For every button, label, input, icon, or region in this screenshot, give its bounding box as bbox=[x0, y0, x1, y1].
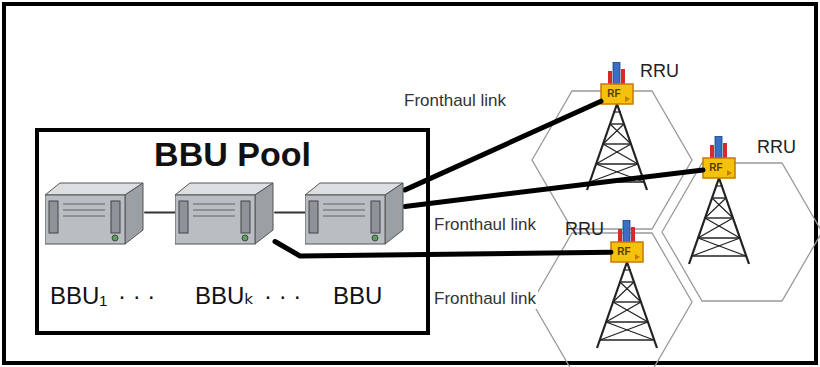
bbu-pool-box: BBU PoolBBU₁ BBUₖ BBU bbox=[35, 128, 430, 335]
edge-label: Fronthaul link bbox=[402, 92, 508, 111]
edge-label: Fronthaul link bbox=[432, 290, 538, 309]
cell-hexagons bbox=[532, 91, 820, 367]
bbu-name: BBU₁ bbox=[50, 283, 107, 309]
ellipsis: · · · bbox=[264, 283, 301, 309]
bbu-name: BBUₖ bbox=[195, 283, 255, 309]
ellipsis: · · · bbox=[118, 283, 155, 309]
pool-interconnect bbox=[275, 212, 305, 214]
edge-label: Fronthaul link bbox=[432, 216, 538, 235]
rru-name: RRU bbox=[757, 138, 796, 158]
tower-icon bbox=[689, 136, 749, 264]
fronthaul-link bbox=[405, 101, 601, 190]
fronthaul-link bbox=[405, 170, 703, 206]
server-icon bbox=[175, 180, 275, 245]
rru-tower: RRU bbox=[565, 220, 665, 350]
rf-label: RF bbox=[611, 242, 637, 262]
picture-frame bbox=[4, 4, 816, 363]
rru-name: RRU bbox=[640, 62, 679, 82]
rf-label: RF bbox=[601, 84, 627, 104]
server-icon bbox=[45, 180, 145, 245]
rru-name: RRU bbox=[565, 220, 604, 240]
pool-title: BBU Pool bbox=[39, 136, 426, 173]
server-icon bbox=[305, 180, 405, 245]
rru-tower: RRU bbox=[575, 62, 685, 192]
bbu-name: BBU bbox=[333, 283, 382, 309]
rru-tower: RRU bbox=[677, 136, 812, 266]
rf-label: RF bbox=[703, 158, 729, 178]
pool-interconnect bbox=[145, 212, 175, 214]
tower-icon bbox=[587, 62, 647, 190]
bbu-server: BBU bbox=[305, 180, 420, 315]
tower-icon bbox=[597, 220, 657, 348]
